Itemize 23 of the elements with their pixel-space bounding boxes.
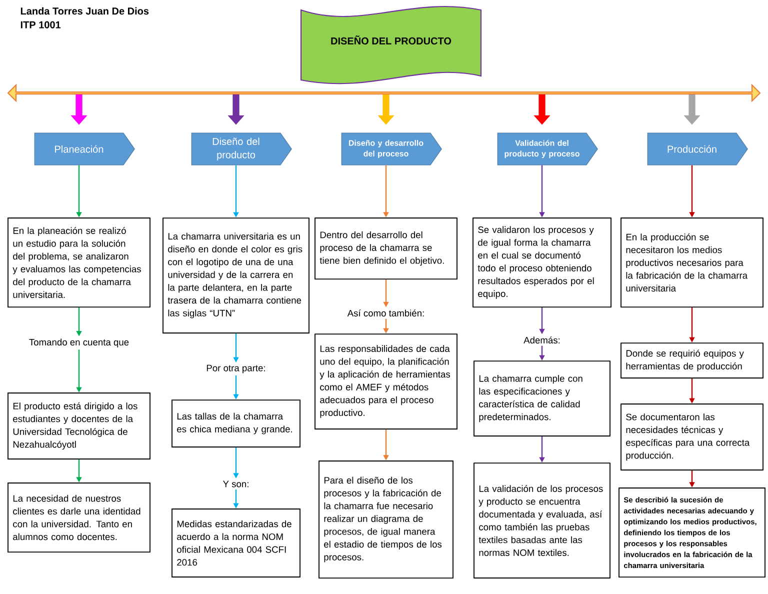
text-box: La necesidad de nuestros clientes es darle una identidad con la universidad. Tanto en alumnos como docentes.: [8, 482, 150, 552]
text-box: Las responsabilidades de cada uno del equipo, la planificación y la aplicación de herramientas como el AMEF y métodos adecuados para el proceso productivo.: [314, 334, 458, 430]
text-box: La validación de los procesos y producto se encuentra documentada y evaluada, así como también las pruebas textiles basadas ante las normas NOM textiles.: [474, 462, 610, 578]
text-box: La chamarra cumple con las especificaciones y característica de calidad predeterminados.: [474, 360, 610, 436]
connector-text: Tomando en cuenta que: [26, 336, 132, 350]
text-box: En la planeación se realizó un estudio para la solución del problema, se analizaron y evaluamos las competencias del producto de la chamarra universitaria.: [8, 218, 150, 308]
text-box: Las tallas de la chamarra es chica mediana y grande.: [172, 400, 300, 448]
text-box: El producto está dirigido a los estudiantes y docentes de la Universidad Tecnológica de Nezahualcóyotl: [8, 392, 150, 460]
connector-text: Y son:: [220, 478, 252, 490]
connector-text: Por otra parte:: [204, 362, 268, 376]
author-text: ITP 1001: [20, 21, 61, 28]
connector-text: Así como también:: [345, 308, 427, 318]
text-box: En la producción se necesitaron los medios productivos necesarios para la fabricación de la chamarra universitaria: [620, 218, 764, 308]
author-text: Landa Torres Juan De Dios: [20, 7, 149, 15]
connector-text: Además:: [522, 334, 562, 346]
text-box: Se documentaron las necesidades técnicas y específicas para una correcta producción.: [620, 404, 764, 470]
text-box: Medidas estandarizadas de acuerdo a la norma NOM oficial Mexicana 004 SCFI 2016: [172, 508, 300, 578]
text-box: La chamarra universitaria es un diseño en donde el color es gris con el logotipo de una de una universidad y de la carrera en la parte delantera, en la parte trasera de la chamarra contiene las siglas “UTN”: [162, 218, 310, 334]
text-box: Dentro del desarrollo del proceso de la chamarra se tiene bien definido el objetivo.: [314, 218, 458, 280]
timeline-bar: [7, 84, 761, 102]
text-box: Para el diseño de los procesos y la fabricación de la chamarra fue necesario realizar un diagrama de procesos, de igual manera el estadio de tiempos de los procesos.: [318, 460, 454, 578]
text-box: Donde se requirió equipos y herramientas de producción: [620, 342, 764, 378]
text-box: Se validaron los procesos y de igual forma la chamarra en el cual se documentó todo el proceso obteniendo resultados esperados por el equipo.: [472, 218, 612, 308]
